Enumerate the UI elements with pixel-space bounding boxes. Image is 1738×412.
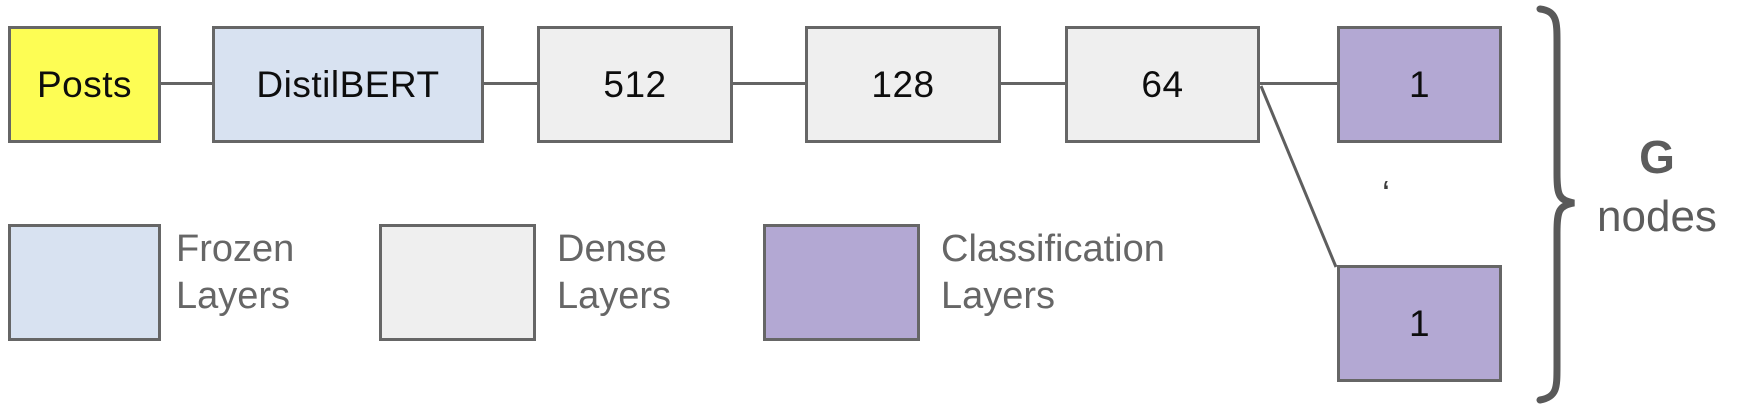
connector-64-output2-diagonal: [1259, 85, 1338, 268]
brace-label: G nodes: [1576, 128, 1738, 245]
connector-distilbert-512: [484, 82, 537, 85]
legend-swatch-dense-layers: [379, 224, 536, 341]
connector-128-64: [1001, 82, 1065, 85]
node-posts: Posts: [8, 26, 161, 143]
legend-label-classification-layers: Classification Layers: [941, 226, 1165, 320]
connector-64-output1: [1260, 82, 1337, 85]
legend-label-classification-line1: Classification: [941, 228, 1165, 270]
legend-label-classification-line2: Layers: [941, 275, 1056, 318]
legend-label-frozen-line1: Frozen: [176, 228, 295, 270]
connector-posts-distilbert: [161, 82, 213, 85]
node-output-2: 1: [1337, 265, 1502, 382]
node-output-1-label: 1: [1408, 63, 1431, 105]
legend-label-dense-line1: Dense: [557, 228, 667, 270]
legend-label-dense-layers: Dense Layers: [557, 226, 671, 320]
legend-label-frozen-line2: Layers: [176, 275, 291, 318]
brace-label-nodes: nodes: [1597, 191, 1717, 241]
node-dense-128: 128: [805, 26, 1001, 143]
legend-label-dense-line2: Layers: [557, 275, 672, 318]
node-distilbert-label: DistilBERT: [256, 63, 440, 105]
legend-swatch-frozen-layers: [8, 224, 161, 341]
legend-label-frozen-layers: Frozen Layers: [176, 226, 294, 320]
legend-swatch-classification-layers: [763, 224, 920, 341]
node-dense-64: 64: [1065, 26, 1260, 143]
node-posts-label: Posts: [36, 63, 133, 105]
connector-512-128: [733, 82, 805, 85]
node-output-2-label: 1: [1408, 302, 1431, 344]
group-brace: [1536, 5, 1575, 404]
node-dense-512-label: 512: [603, 63, 667, 105]
continuation-mark: ‘: [1382, 173, 1390, 214]
node-dense-512: 512: [537, 26, 733, 143]
brace-label-g: G: [1639, 131, 1675, 183]
node-dense-128-label: 128: [871, 63, 935, 105]
node-output-1: 1: [1337, 26, 1502, 143]
node-dense-64-label: 64: [1141, 63, 1184, 105]
node-distilbert: DistilBERT: [212, 26, 484, 143]
